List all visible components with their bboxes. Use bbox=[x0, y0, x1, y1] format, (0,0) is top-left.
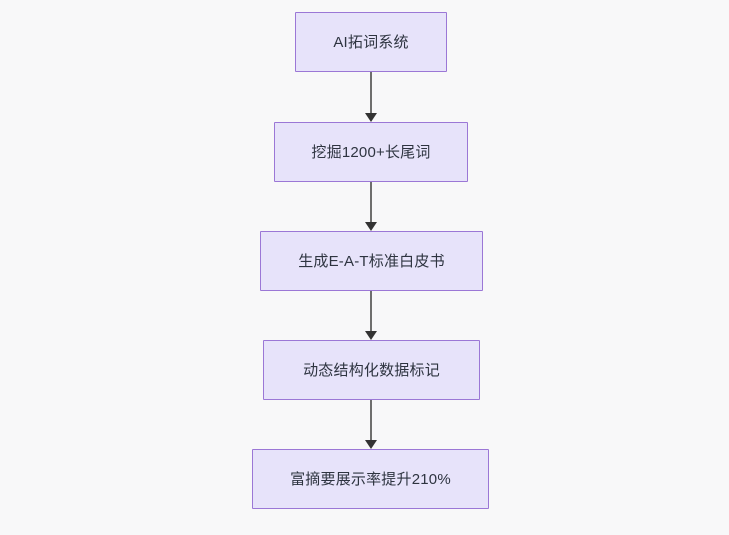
flow-node-label: 富摘要展示率提升210% bbox=[290, 470, 451, 488]
arrowhead-icon bbox=[365, 331, 377, 340]
arrowhead-icon bbox=[365, 440, 377, 449]
flow-node[interactable]: 生成E-A-T标准白皮书 bbox=[260, 231, 483, 291]
arrowhead-icon bbox=[365, 222, 377, 231]
arrowhead-icon bbox=[365, 113, 377, 122]
flow-node[interactable]: 动态结构化数据标记 bbox=[263, 340, 480, 400]
flow-node-label: 动态结构化数据标记 bbox=[303, 361, 440, 379]
flow-node[interactable]: 富摘要展示率提升210% bbox=[252, 449, 489, 509]
flow-node-label: 挖掘1200+长尾词 bbox=[311, 143, 431, 161]
flow-node-label: 生成E-A-T标准白皮书 bbox=[298, 252, 445, 270]
connector-line bbox=[370, 400, 372, 441]
flow-node[interactable]: AI拓词系统 bbox=[295, 12, 447, 72]
flow-node-label: AI拓词系统 bbox=[333, 33, 409, 51]
connector-line bbox=[370, 291, 372, 332]
connector-line bbox=[370, 72, 372, 114]
flow-node[interactable]: 挖掘1200+长尾词 bbox=[274, 122, 468, 182]
connector-line bbox=[370, 182, 372, 223]
